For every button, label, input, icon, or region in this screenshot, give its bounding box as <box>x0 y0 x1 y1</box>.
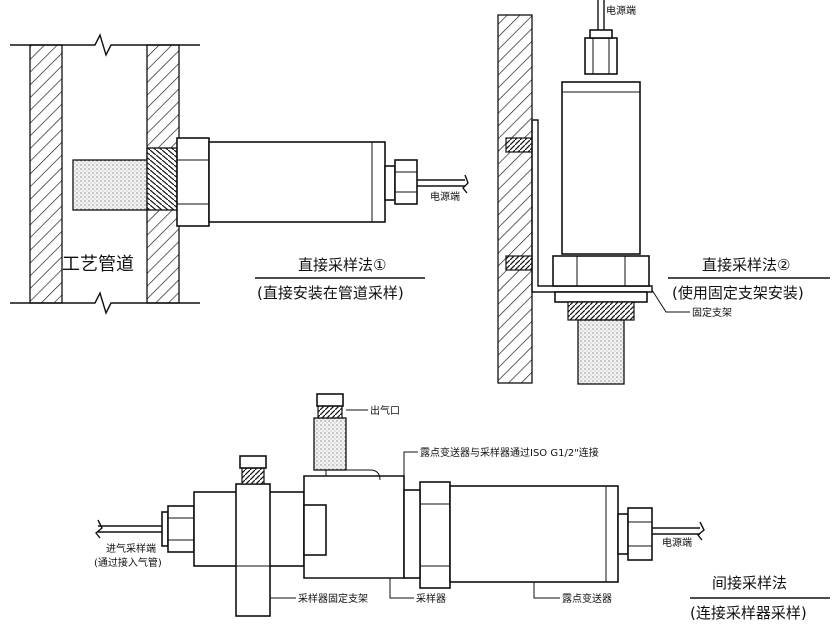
inlet-sublabel: (通过接入气管) <box>94 556 162 569</box>
bracket-label: 固定支架 <box>692 306 732 319</box>
transmitter-body-1 <box>208 141 386 223</box>
power-label-bottom: 电源端 <box>662 536 692 549</box>
hex-nut-3 <box>419 481 451 589</box>
connector-1 <box>384 165 396 201</box>
l-bracket <box>531 119 653 293</box>
wall <box>497 14 533 384</box>
method-1-title: 直接采样法① <box>298 256 386 274</box>
method-2-subtitle: (使用固定支架安装) <box>672 284 804 302</box>
sampler-bracket-label: 采样器固定支架 <box>298 592 368 605</box>
filter-element-1 <box>72 159 148 211</box>
connector-3 <box>627 507 653 561</box>
inlet-label: 进气采样端 <box>106 542 156 555</box>
screw-bottom <box>505 255 533 271</box>
transmitter-body-2 <box>561 81 641 255</box>
hex-nut-1 <box>176 137 210 227</box>
method-3-drawing: 出气口 电源端 露点变送器与采样器通过ISO G1/2"连接 进气采样端 (通过… <box>94 393 830 622</box>
sampler-bracket-plate <box>235 483 271 617</box>
transmitter-body-3 <box>449 485 619 583</box>
connector-2 <box>584 37 618 75</box>
outlet-cap <box>316 393 344 407</box>
method-3-subtitle: (连接采样器采样) <box>690 604 807 622</box>
inlet-fitting <box>167 505 195 553</box>
power-label-mid: 电源端 <box>430 190 460 203</box>
thread-1 <box>146 147 178 211</box>
sampler-label: 采样器 <box>416 592 446 605</box>
thread-2 <box>567 301 635 321</box>
hex-nut-2 <box>552 255 650 287</box>
method-1-drawing: 工艺管道 电源端 直接采样法① (直接安装在管道采样) <box>10 33 469 315</box>
iso-connection-label: 露点变送器与采样器通过ISO G1/2"连接 <box>420 446 599 459</box>
outlet-filter <box>313 417 347 471</box>
transmitter-label: 露点变送器 <box>562 592 612 605</box>
method-3-title: 间接采样法 <box>712 574 787 592</box>
method-2-title: 直接采样法② <box>702 256 790 274</box>
method-2-drawing: 电源端 固定支架 直接采样法② (使用固定支架安装) <box>497 0 830 385</box>
pipe-label: 工艺管道 <box>62 254 134 275</box>
outlet-label: 出气口 <box>370 404 400 417</box>
power-label-top: 电源端 <box>606 4 636 17</box>
pipe-wall-left <box>29 44 63 304</box>
method-1-subtitle: (直接安装在管道采样) <box>257 284 404 302</box>
filter-element-2 <box>577 319 625 385</box>
screw-top <box>505 137 533 153</box>
